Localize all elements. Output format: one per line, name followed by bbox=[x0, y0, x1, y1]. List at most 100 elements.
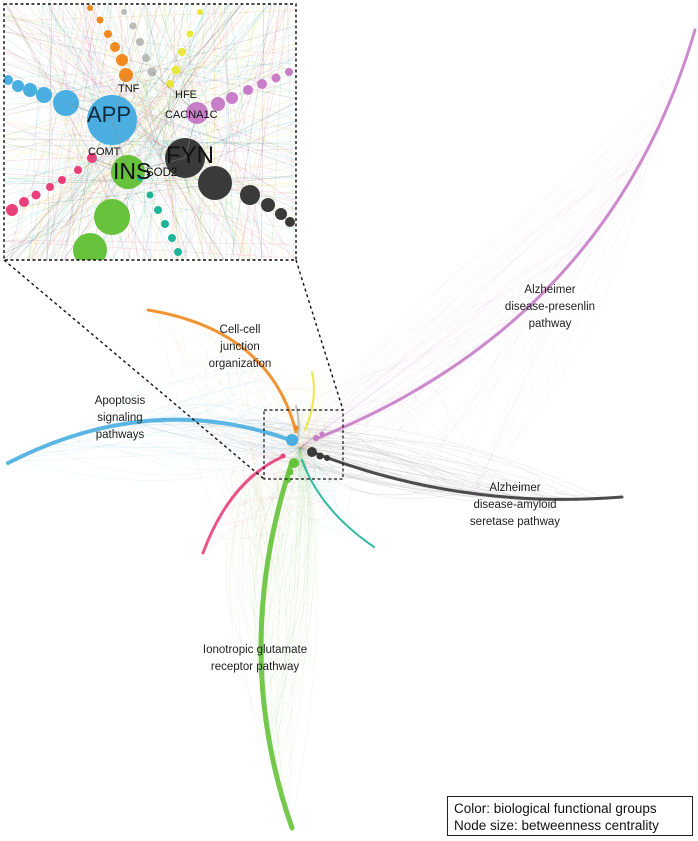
edge bbox=[375, 193, 623, 465]
edge bbox=[269, 447, 301, 743]
edge bbox=[406, 322, 512, 473]
inset-edge bbox=[4, 18, 296, 164]
edge bbox=[260, 432, 306, 633]
group-arc-amyloid bbox=[310, 450, 624, 501]
inset-edge bbox=[230, 4, 272, 260]
edge bbox=[298, 421, 307, 460]
label-line: Alzheimer bbox=[489, 482, 541, 494]
inset-edge bbox=[4, 62, 296, 168]
inset-edge bbox=[4, 23, 296, 259]
edge bbox=[280, 391, 310, 449]
inset-node-teal bbox=[168, 234, 176, 242]
edge bbox=[276, 447, 309, 477]
edge bbox=[202, 469, 317, 554]
gene-label-comt: COMT bbox=[88, 146, 121, 158]
inset-node-presenilin bbox=[285, 68, 293, 76]
gene-label-hfe: HFE bbox=[175, 89, 197, 101]
edge bbox=[260, 447, 303, 646]
edge bbox=[229, 491, 262, 662]
inset-edge bbox=[144, 4, 186, 260]
inset-edge bbox=[4, 77, 296, 232]
inset-edge bbox=[25, 4, 269, 260]
edge bbox=[404, 70, 683, 482]
edge bbox=[277, 388, 314, 433]
edge bbox=[283, 399, 310, 449]
inset-edge bbox=[4, 55, 296, 210]
inset-edge bbox=[4, 239, 296, 245]
inset-node-grey bbox=[142, 54, 150, 62]
inset-edge bbox=[127, 4, 208, 260]
edge bbox=[204, 328, 275, 578]
label-line: Ionotropic glutamate bbox=[202, 644, 308, 656]
inset-link bbox=[91, 157, 129, 173]
edge bbox=[153, 420, 301, 449]
node-amyloid bbox=[307, 447, 317, 457]
inset-edge bbox=[63, 4, 110, 260]
edge bbox=[277, 447, 306, 780]
edge bbox=[299, 442, 497, 497]
inset-edge bbox=[4, 175, 296, 183]
inset-edge bbox=[4, 122, 296, 254]
edge bbox=[296, 405, 322, 429]
edge bbox=[262, 421, 605, 499]
edge bbox=[299, 447, 470, 494]
inset-edge bbox=[175, 4, 288, 260]
edge bbox=[299, 214, 609, 449]
edge bbox=[296, 447, 315, 488]
inset-node-amyloid bbox=[261, 198, 275, 212]
inset-edge bbox=[17, 4, 278, 260]
inset-node-pink bbox=[58, 176, 66, 184]
zoom-connector-right bbox=[295, 259, 344, 411]
edge bbox=[299, 51, 689, 449]
inset-edge bbox=[158, 4, 266, 260]
edge bbox=[294, 447, 351, 468]
inset-edge bbox=[287, 4, 295, 260]
edge bbox=[309, 400, 332, 481]
inset-edge bbox=[163, 4, 180, 260]
inset-edge bbox=[154, 4, 178, 260]
inset-node-teal bbox=[154, 206, 162, 214]
edge bbox=[299, 431, 385, 476]
edge bbox=[196, 411, 303, 461]
edge bbox=[297, 288, 548, 412]
edge bbox=[295, 386, 327, 437]
inset-edge bbox=[4, 43, 296, 117]
gene-label-app: APP bbox=[87, 102, 132, 127]
inset-node-junction bbox=[116, 54, 128, 66]
edge bbox=[9, 442, 301, 463]
edge bbox=[400, 398, 479, 490]
inset-node-yellow bbox=[197, 9, 203, 15]
inset-node-yellow bbox=[178, 48, 186, 56]
node-presenilin bbox=[313, 435, 319, 441]
inset-edge bbox=[4, 16, 296, 156]
inset-link bbox=[151, 71, 198, 114]
edge bbox=[258, 422, 532, 499]
edge bbox=[224, 497, 332, 510]
inset-edge bbox=[225, 4, 228, 260]
edge bbox=[299, 447, 321, 487]
edge bbox=[129, 423, 509, 498]
inset-edge bbox=[4, 47, 296, 193]
edge bbox=[299, 61, 686, 449]
edge bbox=[262, 447, 309, 693]
inset-edge bbox=[4, 121, 296, 174]
inset-edge bbox=[4, 131, 296, 148]
edge bbox=[14, 447, 301, 481]
edge bbox=[238, 494, 275, 581]
edge bbox=[268, 447, 301, 738]
edge bbox=[297, 446, 358, 535]
edge bbox=[298, 263, 566, 430]
edge bbox=[299, 310, 525, 449]
inset-node-presenilin bbox=[271, 73, 281, 83]
inset-edge bbox=[41, 4, 90, 260]
inset-edge bbox=[123, 4, 187, 260]
inset-edge bbox=[4, 241, 296, 259]
edge bbox=[255, 478, 277, 516]
node-pink bbox=[280, 453, 286, 459]
edge bbox=[241, 488, 262, 632]
edge bbox=[162, 399, 285, 432]
label-line: Apoptosis bbox=[94, 395, 146, 407]
edge bbox=[298, 301, 534, 420]
edge bbox=[30, 370, 266, 453]
edge bbox=[231, 340, 272, 543]
